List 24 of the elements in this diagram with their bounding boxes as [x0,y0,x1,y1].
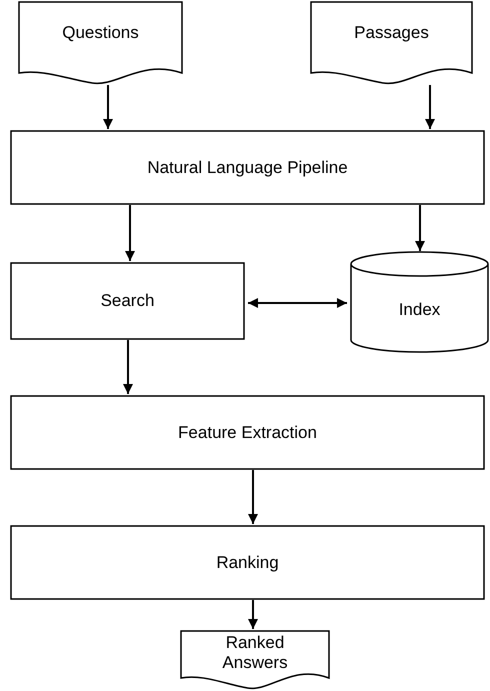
node-label: Ranking [215,552,280,573]
arrow [248,470,258,524]
arrow [103,85,113,129]
node-label: Natural Language Pipeline [146,157,349,178]
arrow [248,600,258,629]
arrow [123,340,133,394]
node-label: Questions [61,23,140,44]
node-label: Feature Extraction [177,422,318,443]
arrow [125,205,135,261]
database-cylinder [350,252,489,352]
process-box [10,262,245,340]
node-label: Ranked Answers [221,633,289,674]
node-label: Index [398,300,442,320]
node-label: Passages [353,23,430,44]
process-box [10,395,485,470]
process-box [10,130,485,205]
arrow [425,85,435,129]
document-shape [310,1,473,85]
document-shape [180,630,330,690]
arrow [415,205,425,251]
arrow [248,298,347,308]
node-label: Search [100,290,156,312]
document-shape [18,1,183,85]
process-box [10,525,485,600]
